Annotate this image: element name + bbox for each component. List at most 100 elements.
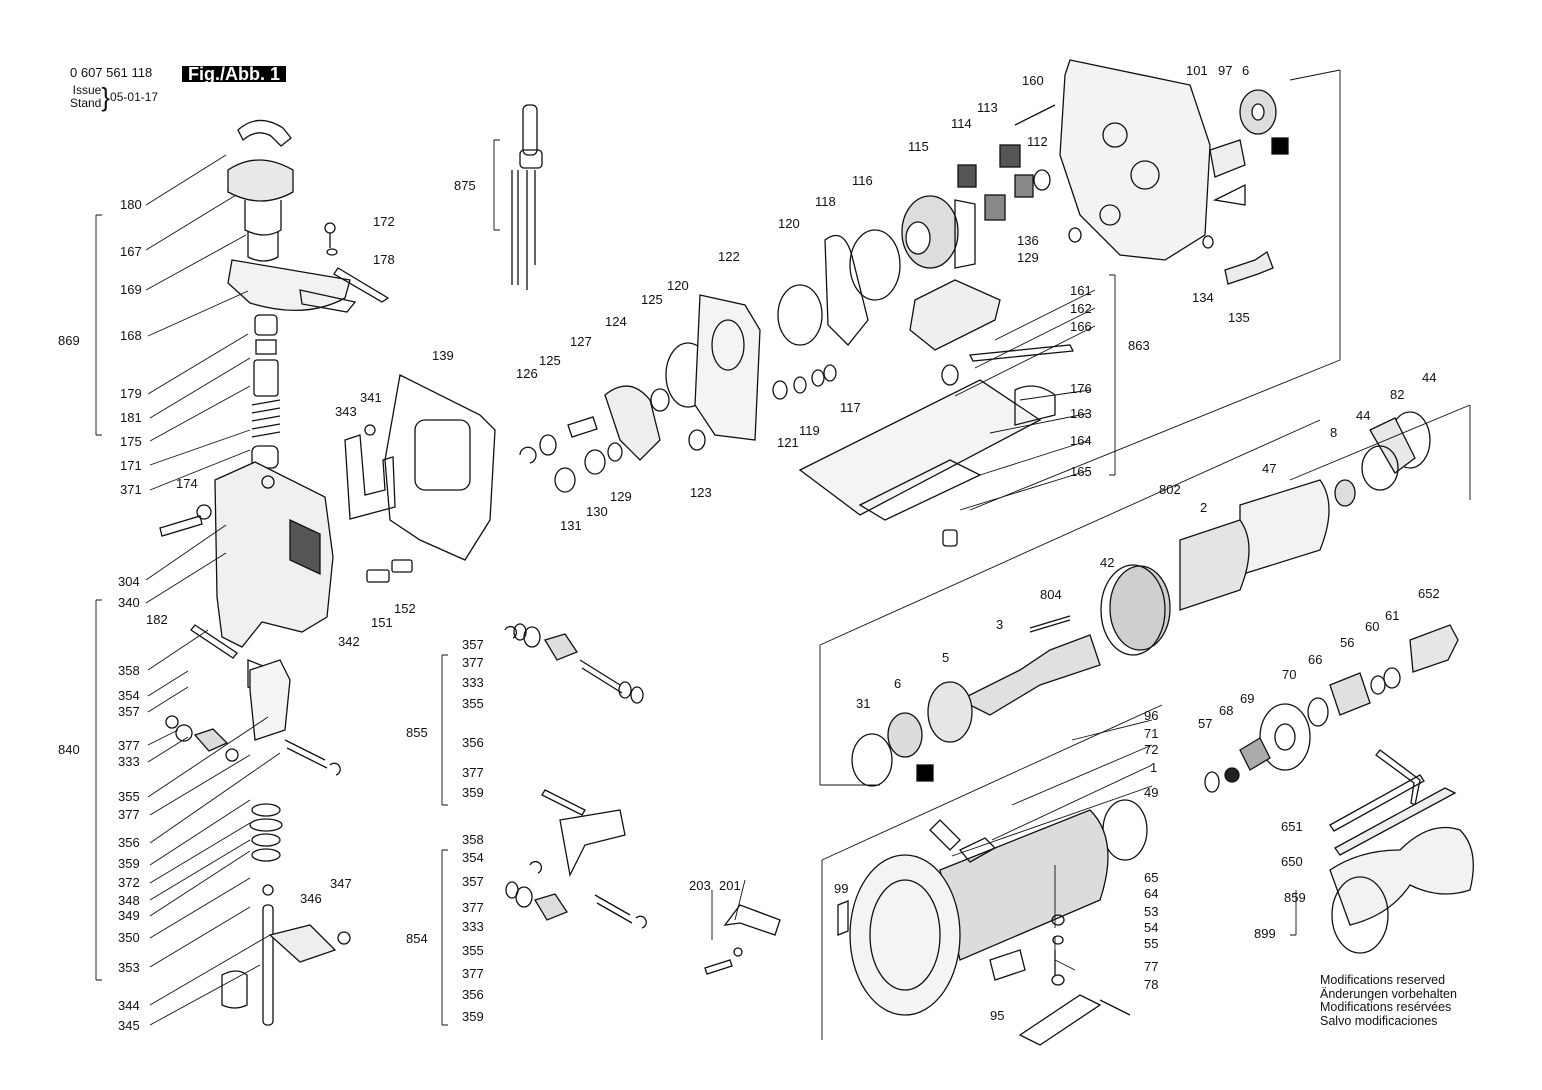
shoe-plate-863-drawing [798, 279, 1075, 547]
callout: 164 [1070, 433, 1092, 448]
callout: 178 [373, 252, 395, 267]
callout: 135 [1228, 310, 1250, 325]
callout: 129 [1017, 250, 1039, 265]
callout: 131 [560, 518, 582, 533]
callout: 99 [834, 881, 848, 896]
callout: 42 [1100, 555, 1114, 570]
callout: 134 [1192, 290, 1214, 305]
callout: 165 [1070, 464, 1092, 479]
callout: 129 [610, 489, 632, 504]
callout: 125 [641, 292, 663, 307]
callout: 377 [118, 807, 140, 822]
trigger-parts-drawing [1018, 914, 1131, 1046]
callout: 116 [852, 173, 873, 188]
callout: 162 [1070, 301, 1092, 316]
issue-labels: Issue Stand [70, 84, 101, 110]
callout: 1 [1150, 760, 1157, 775]
callout: 377 [462, 966, 484, 981]
callout: 113 [977, 100, 998, 115]
callout: 169 [120, 282, 142, 297]
callout: 96 [1144, 708, 1158, 723]
callout: 53 [1144, 904, 1158, 919]
callout: 201 [719, 878, 741, 893]
callout: 120 [778, 216, 800, 231]
callout: 181 [120, 410, 142, 425]
note-line: Modifications reserved [1320, 973, 1446, 987]
callout: 359 [462, 1009, 484, 1024]
callout: 333 [118, 754, 140, 769]
clamp-346-drawing [268, 924, 351, 963]
motor-housing-drawing [837, 799, 1148, 1016]
callout: 650 [1281, 854, 1303, 869]
callout: 101 [1186, 63, 1208, 78]
brace-icon: } [101, 82, 111, 112]
housing-drawing [214, 461, 334, 696]
callout: 78 [1144, 977, 1158, 992]
callout: 115 [908, 139, 929, 154]
callout: 377 [462, 900, 484, 915]
callout: 136 [1017, 233, 1039, 248]
callout: 160 [1022, 73, 1044, 88]
callout: 180 [120, 197, 142, 212]
callout: 118 [815, 194, 836, 209]
callout: 354 [118, 688, 140, 703]
fittings-group-drawing [1204, 624, 1459, 793]
callout: 342 [338, 634, 360, 649]
callout: 859 [1284, 890, 1306, 905]
issue-block: Issue Stand }05-01-17 [70, 82, 158, 112]
callout: 72 [1144, 742, 1158, 757]
callout: 55 [1144, 936, 1158, 951]
callout: 54 [1144, 920, 1158, 935]
callout: 127 [570, 334, 592, 349]
callout: 333 [462, 919, 484, 934]
callout: 57 [1198, 716, 1212, 731]
callout: 6 [1242, 63, 1249, 78]
callout: 5 [942, 650, 949, 665]
assembly-855-drawing [504, 623, 644, 704]
callout: 44 [1422, 370, 1436, 385]
callout: 840 [58, 742, 80, 757]
callout: 179 [120, 386, 142, 401]
assembly-854-drawing [505, 789, 647, 929]
roller-group-left-drawing [165, 715, 341, 776]
callout: 167 [120, 244, 142, 259]
bearing-6-top-drawing [1239, 89, 1289, 155]
screw-174-drawing [159, 504, 212, 537]
callout: 2 [1200, 500, 1207, 515]
callout: 359 [462, 785, 484, 800]
note-line: Modifications resérvées [1320, 1000, 1452, 1014]
callout: 175 [120, 434, 142, 449]
callout: 95 [990, 1008, 1004, 1023]
callout: 71 [1144, 726, 1158, 741]
callout: 122 [718, 249, 740, 264]
callout: 359 [118, 856, 140, 871]
leader-lines [95, 69, 1471, 1040]
callout: 358 [462, 832, 484, 847]
callout: 3 [996, 617, 1003, 632]
callout: 377 [462, 655, 484, 670]
callout: 344 [118, 998, 140, 1013]
callout: 56 [1340, 635, 1354, 650]
callout: 304 [118, 574, 140, 589]
callout: 358 [118, 663, 140, 678]
needle-bearings-drawing [957, 104, 1056, 221]
callout: 126 [516, 366, 538, 381]
callout: 356 [462, 735, 484, 750]
callout: 355 [118, 789, 140, 804]
figure-label: Fig./Abb. 1 [182, 65, 286, 83]
callout: 804 [1040, 587, 1062, 602]
cam-plate-drawing [665, 294, 761, 451]
callout: 345 [118, 1018, 140, 1033]
callout: 174 [176, 476, 198, 491]
spring-stack-drawing [251, 314, 281, 469]
dust-nozzle-859-drawing [1329, 826, 1474, 954]
callout: 355 [462, 696, 484, 711]
callout: 340 [118, 595, 140, 610]
callout: 82 [1390, 387, 1404, 402]
rings-118-120-drawing [772, 229, 901, 400]
callout: 166 [1070, 319, 1092, 334]
callout-numbers: 180 167 169 168 869 179 181 175 171 371 … [58, 63, 1440, 1033]
callout: 130 [586, 504, 608, 519]
bracket-354-drawing [249, 659, 291, 741]
